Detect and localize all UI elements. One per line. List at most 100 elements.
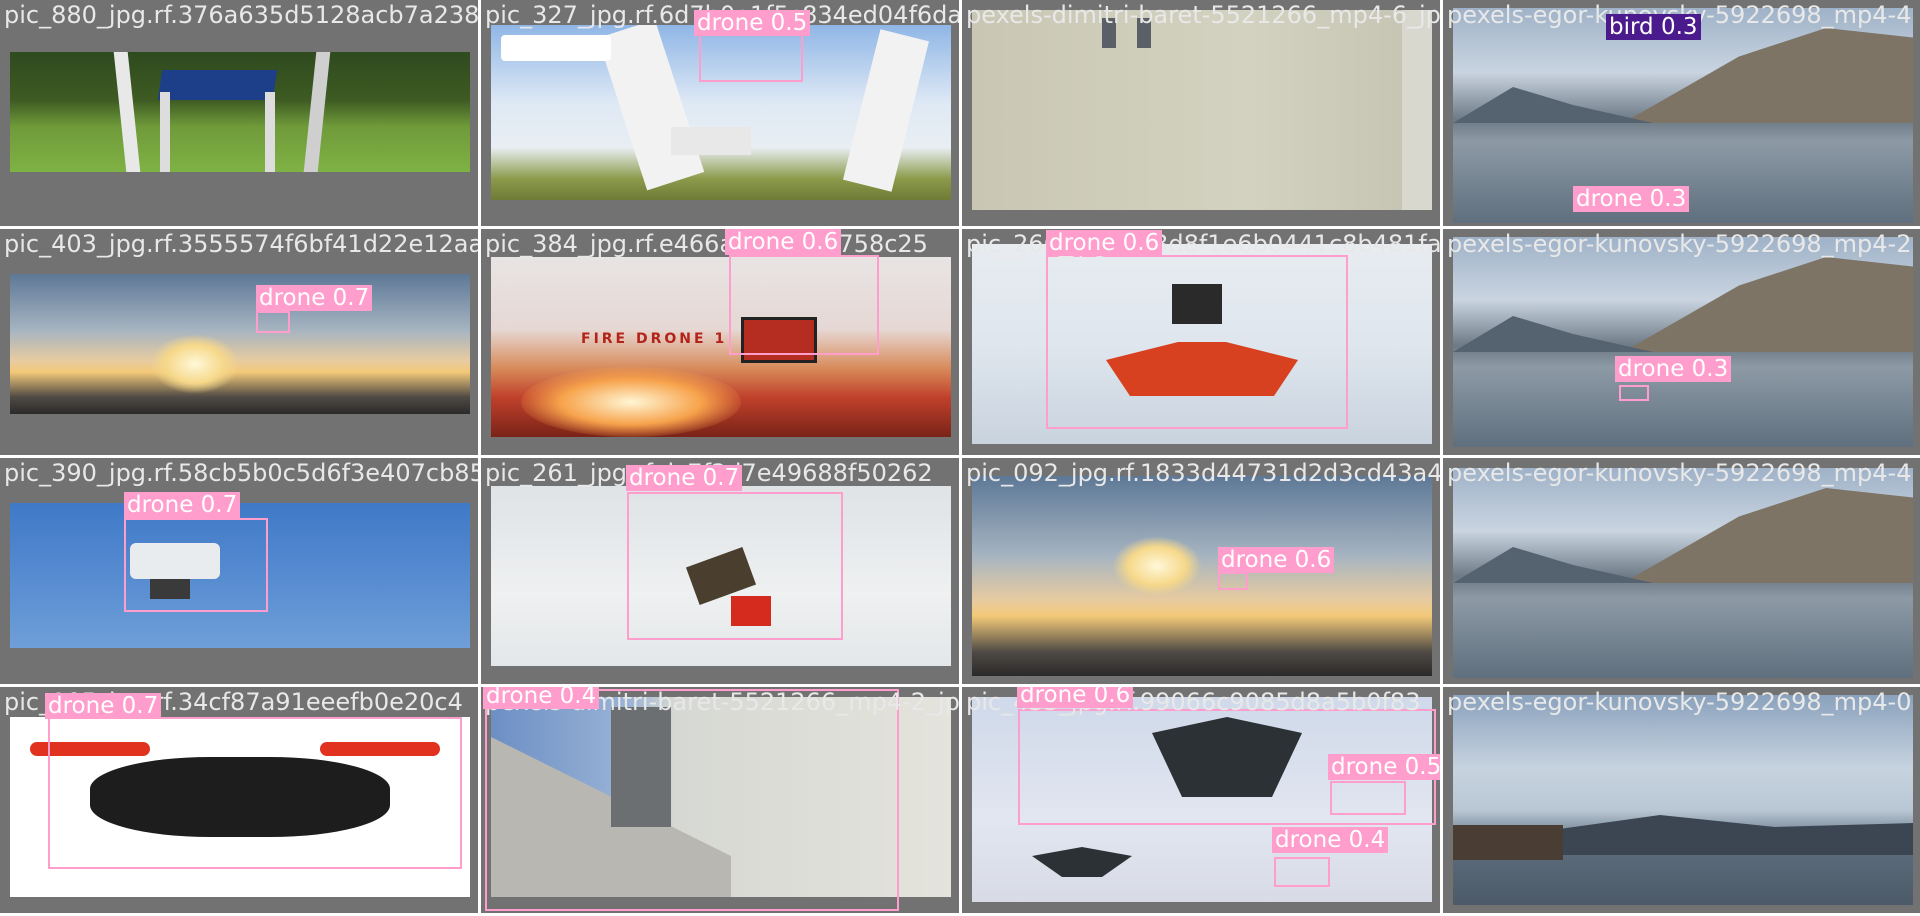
bird-detection-label: bird 0.3 <box>1606 14 1701 40</box>
tile-filename: pexels-egor-kunovsky-5922698_mp4-0 <box>1447 688 1912 716</box>
gate-post <box>265 92 275 172</box>
watermark <box>501 35 611 61</box>
drone-body <box>130 543 220 579</box>
tile-photo <box>491 25 951 200</box>
drone-detection-label: drone 0.4 <box>1272 827 1389 853</box>
drone-detection-label: drone 0.6 <box>1017 687 1134 708</box>
mosaic-tile: pic_390_jpg.rf.58cb5b0c5d6f3e407cb85a271… <box>0 458 478 684</box>
hills <box>1453 87 1653 123</box>
tile-photo <box>10 503 470 648</box>
fire-caption: FIRE DRONE 1 <box>581 331 728 347</box>
tile-photo <box>491 697 951 897</box>
drone-detection-label: drone 0.7 <box>45 693 162 719</box>
tile-photo <box>972 697 1432 902</box>
tile-filename: pic_266_jpg.rf.c3d8f1e6b0441c8b481fa3f02… <box>966 230 1440 258</box>
mosaic-tile: pic_327_jpg.rf.6d7b0e1f5c834ed04f6dab8e4… <box>481 0 959 226</box>
race-banner <box>157 70 278 100</box>
mosaic-tile: pic_261_jpg.rf.dc7f3d7e49688f50262drone … <box>481 458 959 684</box>
tile-photo <box>1453 237 1913 447</box>
drone-detection-label: drone 0.7 <box>256 285 373 311</box>
tile-filename: pic_390_jpg.rf.58cb5b0c5d6f3e407cb85a271 <box>4 459 478 487</box>
gate-post <box>160 92 170 172</box>
propeller <box>320 742 440 756</box>
drone-top <box>1172 284 1222 324</box>
drone-bounding-box <box>485 689 899 911</box>
drone-detection-label: drone 0.3 <box>1573 186 1690 212</box>
drone-body <box>741 317 817 363</box>
flag-banner <box>597 25 705 191</box>
fire-blast <box>521 367 741 437</box>
drone-bounding-box <box>627 492 843 640</box>
tile-filename: pic_092_jpg.rf.1833d44731d2d3cd43a4cae7 <box>966 459 1440 487</box>
house-window <box>611 707 671 827</box>
mountain <box>1623 28 1913 123</box>
tile-filename: pexels-dimitri-baret-5521266_mp4-6_jpg.r… <box>966 1 1440 29</box>
window <box>1137 18 1151 48</box>
mountain <box>1623 257 1913 352</box>
drone-detection-label: drone 0.7 <box>124 492 241 518</box>
tile-photo <box>1453 695 1913 905</box>
mosaic-tile: pexels-dimitri-baret-5521266_mp4-6_jpg.r… <box>962 0 1440 226</box>
drone-detection-label: drone 0.5 <box>694 10 811 36</box>
tile-photo <box>1453 468 1913 678</box>
wall-edge <box>1402 10 1432 210</box>
mountain <box>1623 488 1913 583</box>
mosaic-tile: pic_266_jpg.rf.c3d8f1e6b0441c8b481fa3f02… <box>962 229 1440 455</box>
drone-bounding-box <box>1218 572 1248 590</box>
tile-photo <box>10 52 470 172</box>
flag-pole <box>303 52 331 172</box>
drone-bounding-box <box>256 311 290 333</box>
sun <box>150 334 240 394</box>
sun <box>1112 536 1202 596</box>
flag <box>731 596 771 626</box>
tile-photo <box>972 476 1432 676</box>
drone-bounding-box <box>1274 857 1330 887</box>
hills <box>1453 316 1653 352</box>
drone-bounding-box <box>729 255 879 355</box>
tile-photo <box>10 274 470 414</box>
mosaic-tile: pic_092_jpg.rf.1833d44731d2d3cd43a4cae7d… <box>962 458 1440 684</box>
hills <box>1453 547 1653 583</box>
tile-photo <box>972 10 1432 210</box>
flag-pole <box>113 52 141 172</box>
drone-detection-label: drone 0.6 <box>725 229 842 255</box>
tile-photo <box>491 486 951 666</box>
mosaic-tile: pexels-egor-kunovsky-5922698_mp4-4bird 0… <box>1443 0 1920 226</box>
mosaic-tile: FIRE DRONE 1 pic_384_jpg.rf.e466a0a528c17… <box>481 229 959 455</box>
drone-bounding-box <box>1619 385 1649 401</box>
window <box>1102 18 1116 48</box>
tile-photo: FIRE DRONE 1 <box>491 257 951 437</box>
tile-filename: pic_403_jpg.rf.3555574f6bf41d22e12aa2884 <box>4 230 478 258</box>
mosaic-tile: pic_403_jpg.rf.3555574f6bf41d22e12aa2884… <box>0 229 478 455</box>
mosaic-tile: pexels-egor-kunovsky-5922698_mp4-0 <box>1443 687 1920 913</box>
drone-bounding-box <box>1330 781 1406 815</box>
tile-filename: pexels-egor-kunovsky-5922698_mp4-4 <box>1447 459 1912 487</box>
tile-photo <box>972 244 1432 444</box>
drone-bounding-box <box>124 518 268 612</box>
drone-detection-label: drone 0.5 <box>1328 754 1440 780</box>
drone-body <box>1032 847 1132 877</box>
drone-bounding-box <box>1046 255 1348 429</box>
tile-filename: pic_880_jpg.rf.376a635d5128acb7a238cbe98… <box>4 1 478 29</box>
drone-detection-label: drone 0.7 <box>626 465 743 491</box>
mosaic-tile: pexels-dimitri-baret-5521266_mp4-2_jpg.r… <box>481 687 959 913</box>
drone-detection-label: drone 0.6 <box>1218 547 1335 573</box>
drone-detection-label: drone 0.6 <box>1046 230 1163 256</box>
drone-detection-label: drone 0.3 <box>1615 356 1732 382</box>
mosaic-tile: pexels-egor-kunovsky-5922698_mp4-4 <box>1443 458 1920 684</box>
banner-board <box>671 127 751 155</box>
drone-body <box>1152 717 1302 797</box>
propeller <box>30 742 150 756</box>
drone-body <box>90 757 390 837</box>
tile-photo <box>1453 8 1913 223</box>
mosaic-tile: pic_880_jpg.rf.376a635d5128acb7a238cbe98… <box>0 0 478 226</box>
village <box>1453 825 1563 860</box>
tile-filename: pexels-egor-kunovsky-5922698_mp4-2 <box>1447 230 1912 258</box>
flag-banner <box>842 29 930 192</box>
drone-bounding-box <box>48 717 462 869</box>
tile-filename: pic_384_jpg.rf.e466a0a528c1758c25 <box>485 230 928 258</box>
